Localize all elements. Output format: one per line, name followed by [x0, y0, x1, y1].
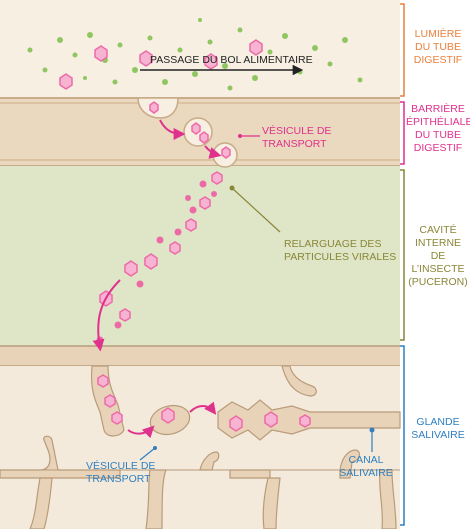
bracket-barriere	[400, 101, 405, 165]
region-barriere: BARRIÈRE ÉPITHÉLIALE DU TUBE DIGESTIF	[406, 103, 470, 154]
region-lumiere: LUMIÈRE DU TUBE DIGESTIF	[413, 28, 463, 66]
bracket-glande	[400, 345, 405, 526]
gland-tubes	[0, 365, 401, 529]
release-label: RELARGUAGE DES PARTICULES VIRALES	[284, 238, 397, 263]
food-particles	[27, 18, 363, 91]
canal-label: CANAL SALIVAIRE	[339, 454, 393, 479]
region-cavite: CAVITÉ INTERNE DE L’INSECTE (PUCERON)	[408, 224, 468, 288]
passage-label: PASSAGE DU BOL ALIMENTAIRE	[150, 54, 313, 66]
insect-cavity	[0, 166, 400, 346]
flow-arrows	[92, 119, 222, 439]
vesicle-bottom-label: VÉSICULE DE TRANSPORT	[86, 460, 156, 485]
region-glande: GLANDE SALIVAIRE	[411, 416, 465, 441]
vesicle-top-label: VÉSICULE DE TRANSPORT	[262, 125, 332, 150]
bracket-lumiere	[400, 3, 405, 97]
virus-particles	[59, 39, 311, 432]
bracket-cavite	[400, 169, 405, 341]
salivary-gland-top-band	[0, 346, 400, 366]
